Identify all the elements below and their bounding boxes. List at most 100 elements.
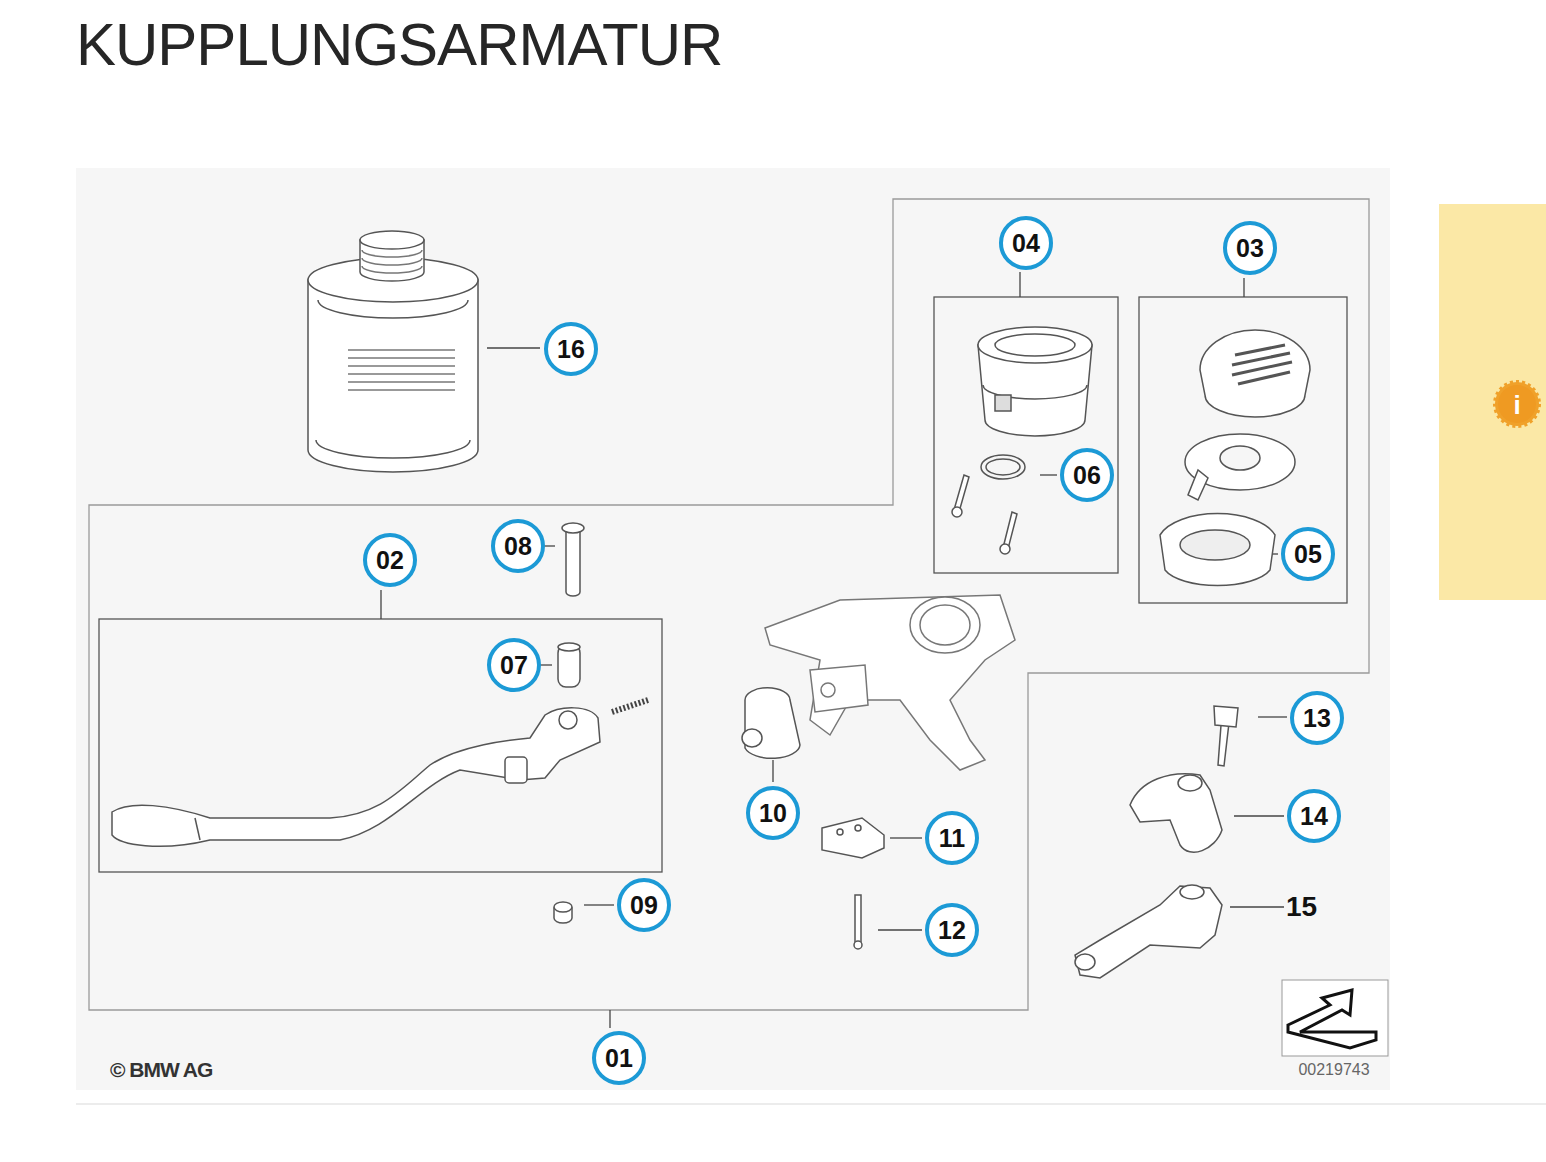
clutch-lever [195,818,200,840]
callout-number: 14 [1300,804,1328,829]
group-frame [89,199,1369,1010]
info-symbol: i [1513,392,1520,418]
callout-circle: 11 [925,811,979,865]
leader-line [1243,278,1244,297]
callout-circle: 13 [1290,691,1344,745]
callout-number: 08 [504,534,532,559]
callout-number: 02 [376,548,404,573]
fluid-can [348,357,455,359]
clutch-lever [566,530,580,596]
reservoir-cap [952,327,1092,554]
master-cylinder [765,595,1015,770]
switch-part [822,818,884,949]
switch-part [837,829,843,835]
callout-number: 04 [1012,231,1040,256]
master-cylinder [810,665,868,712]
fluid-can [348,365,455,367]
part-box [934,297,1118,573]
clamp-parts [1075,954,1095,970]
callout-circle: 14 [1287,789,1341,843]
callout-circle: 01 [592,1031,646,1085]
switch-part [854,941,862,949]
callout-number: 01 [605,1046,633,1071]
fluid-can [308,231,478,472]
leader-line [890,837,922,838]
rubber-boot [742,688,800,759]
callout-number: 06 [1073,463,1101,488]
fluid-can [318,300,468,318]
reservoir-cover [1180,530,1250,560]
callout-number: 12 [938,918,966,943]
drawing-number: 00219743 [1298,1062,1369,1078]
master-cylinder [821,683,835,697]
reservoir-cap [981,455,1025,479]
clutch-lever [554,902,572,912]
leader-line [1258,716,1287,717]
fluid-can [360,231,424,249]
callout-circle: 10 [746,786,800,840]
reservoir-cap [952,507,962,517]
drawing-ground [76,168,1390,1090]
switch-part [822,818,884,858]
callout-number: 10 [759,801,787,826]
leader-line [487,347,540,348]
callout-circle: 05 [1281,527,1335,581]
callout-circle: 08 [491,519,545,573]
callout-circle: 09 [617,878,671,932]
master-cylinder [920,605,970,645]
rubber-boot [742,729,762,747]
fluid-can [316,440,470,458]
leader-line [381,272,1287,1028]
fluid-can [362,258,422,265]
reservoir-cap [986,459,1020,475]
leader-line [609,1010,610,1028]
reservoir-cover [1200,330,1310,417]
fluid-can [362,266,422,273]
page-title: KUPPLUNGSARMATUR [76,10,722,79]
reservoir-cap [1000,544,1010,554]
orientation-arrow [1288,990,1376,1048]
reservoir-cover [1238,372,1290,384]
reservoir-cap [978,327,1092,363]
copyright-note: © BMW AG [110,1059,212,1080]
group-frame [89,199,1369,1010]
callout-circle: 03 [1223,221,1277,275]
leader-line [878,929,922,930]
fluid-can [348,250,455,390]
leader-line [1230,906,1284,907]
callout-number: 09 [630,893,658,918]
info-icon [1495,382,1539,426]
callout-number: 13 [1303,706,1331,731]
part-box [1139,297,1347,603]
leader-line [1019,272,1020,297]
reservoir-cover [1188,470,1208,500]
clutch-lever [112,708,600,846]
reservoir-cap [995,334,1075,356]
callout-number: 07 [500,653,528,678]
callout-number: 11 [939,826,965,851]
clutch-lever [612,700,648,712]
clamp-parts [1130,774,1222,852]
info-icon [1498,385,1536,423]
callout-circle: 16 [544,322,598,376]
callout-number: 16 [557,337,585,362]
callout-circle: 02 [363,533,417,587]
fluid-can [362,250,422,257]
orientation-arrow [1282,980,1388,1056]
reservoir-cover [1220,446,1260,470]
clutch-lever [505,757,527,783]
callout-number: 03 [1236,236,1264,261]
leader-line [772,760,773,782]
clamp-parts [1180,885,1204,899]
part-box [99,619,662,872]
rubber-boot [745,688,800,759]
switch-part [855,825,861,831]
clutch-lever [559,711,577,729]
switch-part [855,895,861,945]
leader-line [584,904,614,905]
orientation-arrow [1282,980,1388,1056]
reservoir-cover [1232,345,1292,384]
callout-circle: 07 [487,638,541,692]
